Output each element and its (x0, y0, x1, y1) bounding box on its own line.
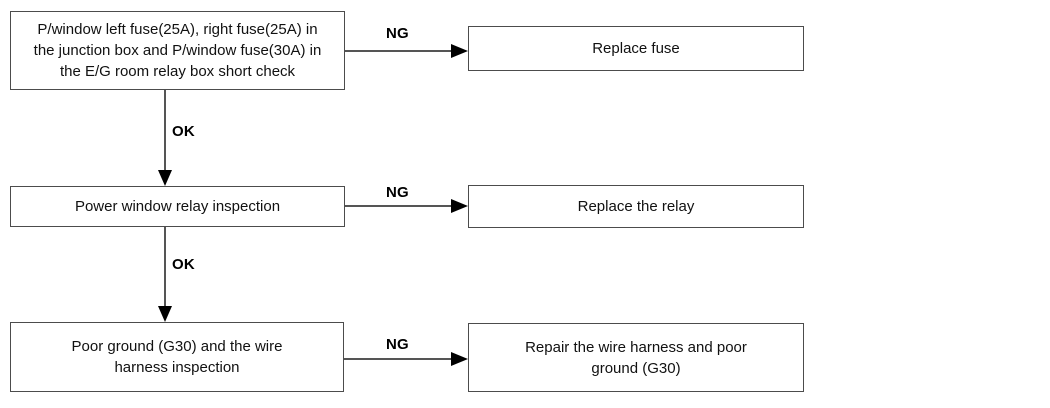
edge-label-ng3: NG (386, 336, 409, 353)
connector-line-ok1 (164, 90, 166, 172)
arrowhead-down-icon (158, 306, 172, 322)
connector-line-ng1 (345, 50, 453, 52)
flow-step-relay-inspection: Power window relay inspection (10, 186, 345, 227)
connector-line-ng2 (345, 205, 453, 207)
edge-label-ok2: OK (172, 256, 195, 273)
flow-action-replace-relay: Replace the relay (468, 185, 804, 228)
connector-line-ng3 (344, 358, 453, 360)
arrowhead-right-icon (451, 199, 468, 213)
arrowhead-down-icon (158, 170, 172, 186)
arrowhead-right-icon (451, 44, 468, 58)
edge-label-ok1: OK (172, 123, 195, 140)
arrowhead-right-icon (451, 352, 468, 366)
flow-step-fuse-short-check: P/window left fuse(25A), right fuse(25A)… (10, 11, 345, 90)
connector-line-ok2 (164, 227, 166, 308)
flow-action-repair-harness-ground: Repair the wire harness and poor ground … (468, 323, 804, 392)
edge-label-ng2: NG (386, 184, 409, 201)
flow-step-ground-harness-inspection: Poor ground (G30) and the wire harness i… (10, 322, 344, 392)
flow-action-replace-fuse: Replace fuse (468, 26, 804, 71)
edge-label-ng1: NG (386, 25, 409, 42)
